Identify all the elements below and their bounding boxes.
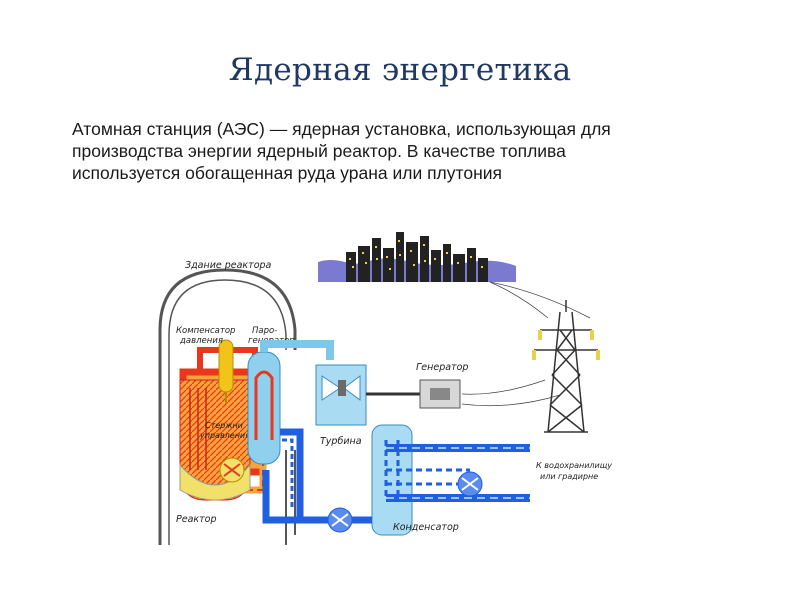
generator xyxy=(419,379,461,409)
steam-generator xyxy=(247,351,281,465)
condenser xyxy=(371,424,413,536)
city-skyline xyxy=(318,232,516,282)
pressurizer-label-2: давления xyxy=(179,336,223,346)
description-line: используется обогащенная руда урана или … xyxy=(72,163,502,183)
steam-pipe xyxy=(260,340,334,360)
outlet-label-2: или градирне xyxy=(540,472,598,481)
description-text: Атомная станция (АЭС) — ядерная установк… xyxy=(72,118,712,184)
description-line: Атомная станция (АЭС) — ядерная установк… xyxy=(72,119,611,139)
reactor-label: Реактор xyxy=(176,514,217,525)
slide-title: Ядерная энергетика xyxy=(228,52,572,88)
feedwater-loop xyxy=(262,428,372,524)
reactor-building-label: Здание реактора xyxy=(185,260,272,271)
pressurizer xyxy=(218,339,234,404)
reactor-building xyxy=(158,268,297,545)
turbine-label: Турбина xyxy=(320,436,362,447)
condenser-label: Конденсатор xyxy=(393,522,459,533)
control-rods-label-2: управления xyxy=(199,431,250,440)
steam-generator-label-1: Паро- xyxy=(252,326,277,336)
outlet-label-1: К водохранилищу xyxy=(536,461,612,470)
turbine xyxy=(315,364,367,426)
pressurizer-label-1: Компенсатор xyxy=(176,326,235,336)
reactor-vessel: Стержни управления xyxy=(179,379,251,501)
power-lines xyxy=(461,281,591,407)
primary-pump-icon xyxy=(219,457,245,483)
cooling-pump-icon xyxy=(457,471,483,497)
transmission-tower xyxy=(534,300,598,433)
insulator-icons xyxy=(532,330,600,360)
control-rods-label-1: Стержни xyxy=(205,421,243,430)
generator-label: Генератор xyxy=(416,362,468,373)
cooling-water-loop xyxy=(386,444,530,502)
description-line: производства энергии ядерный реактор. В … xyxy=(72,141,566,161)
feedwater-pump-icon xyxy=(327,507,353,533)
